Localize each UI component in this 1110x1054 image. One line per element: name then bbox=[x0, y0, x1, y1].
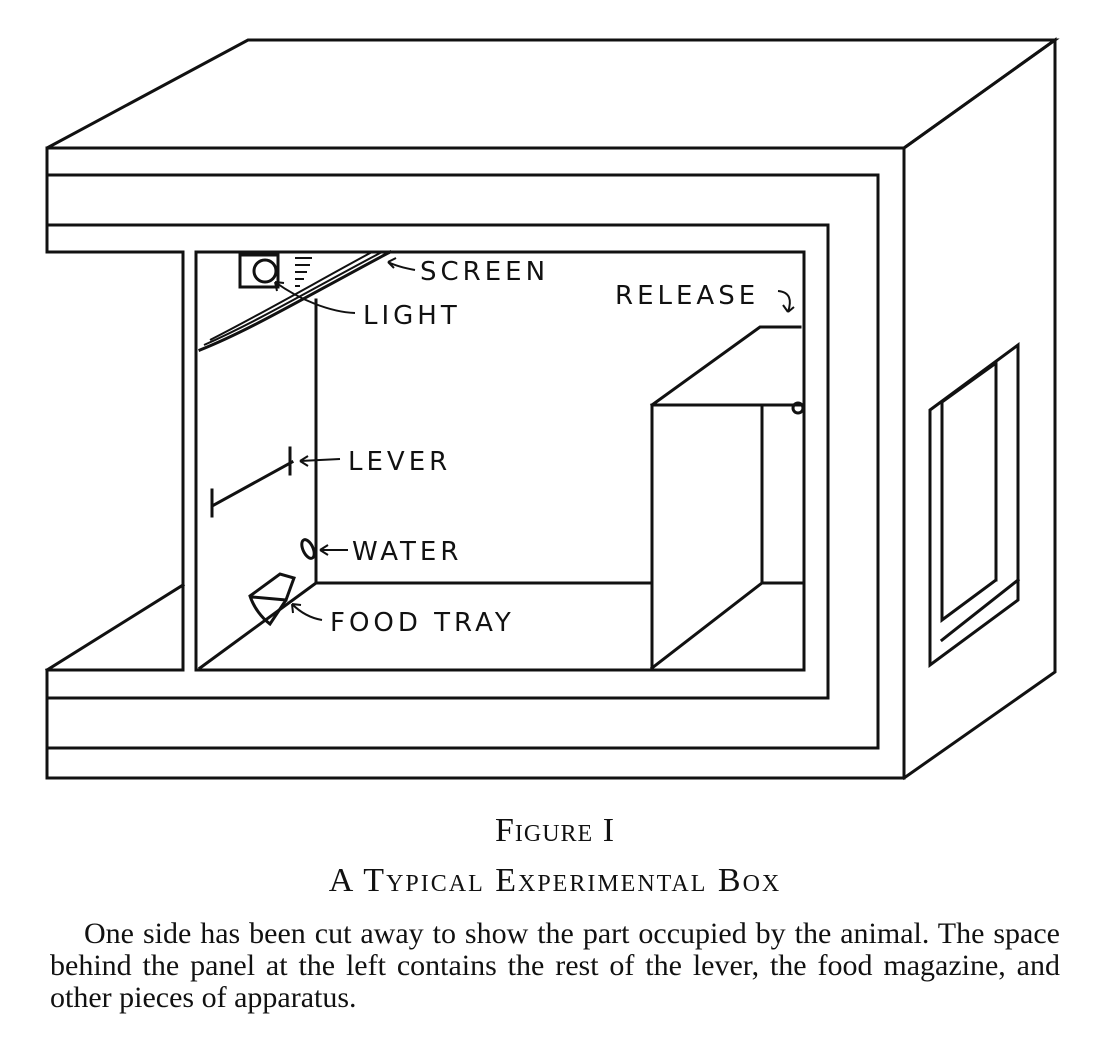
side-window-sill bbox=[939, 577, 1021, 643]
label-food-tray: FOOD TRAY bbox=[330, 608, 515, 638]
box-front-outline bbox=[45, 146, 906, 780]
label-lever: LEVER bbox=[348, 447, 451, 477]
lever-rod bbox=[211, 459, 295, 508]
chamber-inner-frame bbox=[194, 250, 806, 672]
water-arrow bbox=[319, 544, 348, 556]
box-top-face bbox=[46, 38, 1060, 150]
top-slab-inner bbox=[45, 223, 830, 700]
food-tray bbox=[248, 572, 296, 627]
figure-number: Figure I bbox=[494, 812, 616, 849]
ceiling-screen bbox=[198, 249, 393, 352]
light-arrow bbox=[274, 281, 356, 314]
top-slab bbox=[45, 173, 880, 750]
food-tray-arrow bbox=[291, 603, 323, 621]
release-latch bbox=[791, 401, 805, 415]
screen-arrow bbox=[387, 257, 416, 271]
screen-hatch bbox=[295, 257, 312, 287]
release-block-diag bbox=[649, 580, 765, 671]
water-spout bbox=[300, 538, 316, 560]
light-bulb bbox=[252, 258, 278, 284]
box-right-face bbox=[901, 37, 1057, 781]
experimental-box-diagram: SCREEN LIGHT RELEASE LEVER WATER FOOD TR… bbox=[44, 37, 1060, 781]
floor-left-diag bbox=[197, 580, 319, 671]
side-window-inner bbox=[940, 360, 998, 623]
label-light: LIGHT bbox=[363, 301, 461, 331]
label-release: RELEASE bbox=[615, 281, 759, 311]
label-water: WATER bbox=[352, 537, 462, 567]
figure-description: One side has been cut away to show the p… bbox=[50, 917, 1060, 1014]
release-arrow bbox=[777, 290, 795, 313]
figure-title: A Typical Experimental Box bbox=[328, 862, 782, 899]
ceiling-screen-2 bbox=[203, 251, 383, 346]
light-housing bbox=[238, 253, 280, 289]
label-screen: SCREEN bbox=[420, 257, 549, 287]
bottom-slab-diag bbox=[44, 582, 186, 673]
release-block-top bbox=[649, 325, 802, 408]
lever-arrow bbox=[299, 455, 341, 467]
